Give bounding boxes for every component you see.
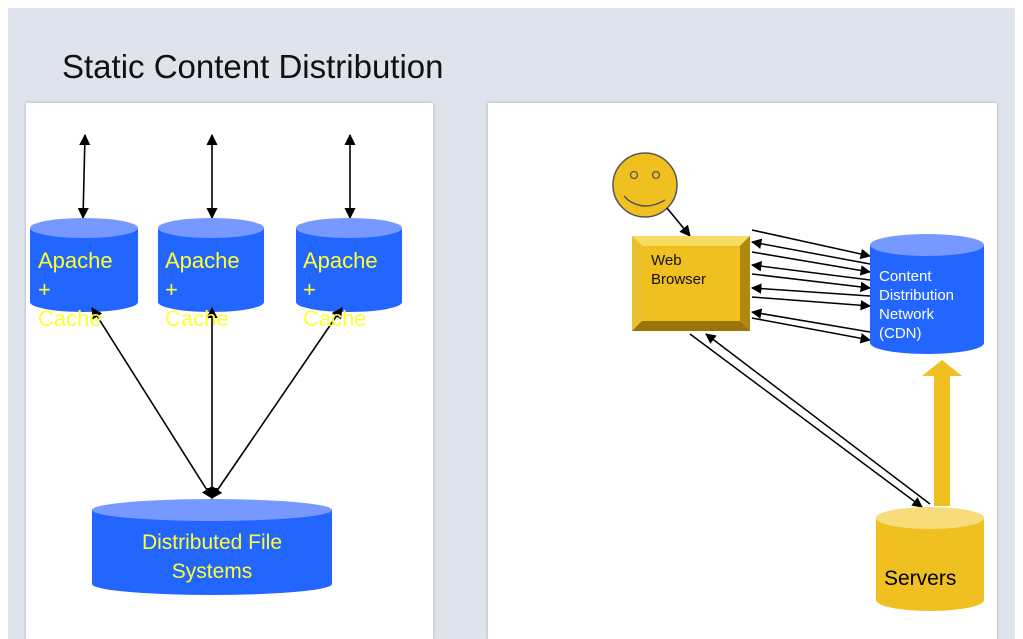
apache-node-2-line1: Apache bbox=[165, 248, 240, 273]
web-browser-line1: Web bbox=[651, 252, 682, 269]
cdn-label-line3: Network bbox=[879, 306, 935, 323]
apache-node-3-line2: + bbox=[303, 277, 316, 302]
dfs-to-apache-3-arrow bbox=[211, 307, 343, 499]
apache-1-external-arrow bbox=[77, 133, 91, 220]
apache-node-3-line1: Apache bbox=[303, 248, 378, 273]
cdn-label: Content Distribution Network (CDN) bbox=[879, 267, 954, 343]
dfs-label-line2: Systems bbox=[171, 560, 253, 583]
cdn-node bbox=[870, 234, 984, 354]
external-arrows bbox=[77, 133, 356, 220]
apache-node-1-line3: Cache bbox=[38, 306, 102, 331]
servers-node bbox=[876, 507, 984, 611]
user-to-browser-arrow bbox=[666, 207, 691, 237]
web-browser-label: Web Browser bbox=[651, 251, 706, 289]
apache-cache-node-3 bbox=[296, 218, 402, 312]
apache-node-2-line2: + bbox=[165, 277, 178, 302]
apache-node-3-label: Apache + Cache bbox=[303, 246, 378, 333]
web-browser-box bbox=[632, 236, 750, 331]
dfs-arrows bbox=[91, 306, 343, 500]
servers-to-cdn-arrow bbox=[922, 360, 962, 506]
cdn-label-line4: (CDN) bbox=[879, 325, 922, 342]
dfs-label-line1: Distributed File bbox=[141, 531, 283, 554]
distributed-file-system-node bbox=[92, 499, 332, 595]
apache-node-1-label: Apache + Cache bbox=[38, 246, 113, 333]
slide-title: Static Content Distribution bbox=[62, 48, 444, 85]
servers-label: Servers bbox=[884, 567, 957, 590]
apache-node-3-line3: Cache bbox=[303, 306, 367, 331]
apache-node-2-line3: Cache bbox=[165, 306, 229, 331]
cdn-label-line2: Distribution bbox=[879, 287, 955, 304]
dfs-to-apache-1-arrow bbox=[91, 307, 213, 499]
apache-node-2-label: Apache + Cache bbox=[165, 246, 240, 333]
dfs-label: Distributed File Systems bbox=[92, 528, 332, 586]
browser-servers-arrows bbox=[689, 333, 931, 508]
cdn-label-line1: Content bbox=[879, 268, 932, 285]
apache-node-1-line2: + bbox=[38, 277, 51, 302]
apache-cache-node-1 bbox=[30, 218, 138, 312]
apache-cache-node-2 bbox=[158, 218, 264, 312]
browser-cdn-arrows bbox=[750, 229, 872, 344]
apache-node-1-line1: Apache bbox=[38, 248, 113, 273]
web-browser-line2: Browser bbox=[651, 271, 707, 288]
user-smiley-icon bbox=[612, 152, 678, 218]
